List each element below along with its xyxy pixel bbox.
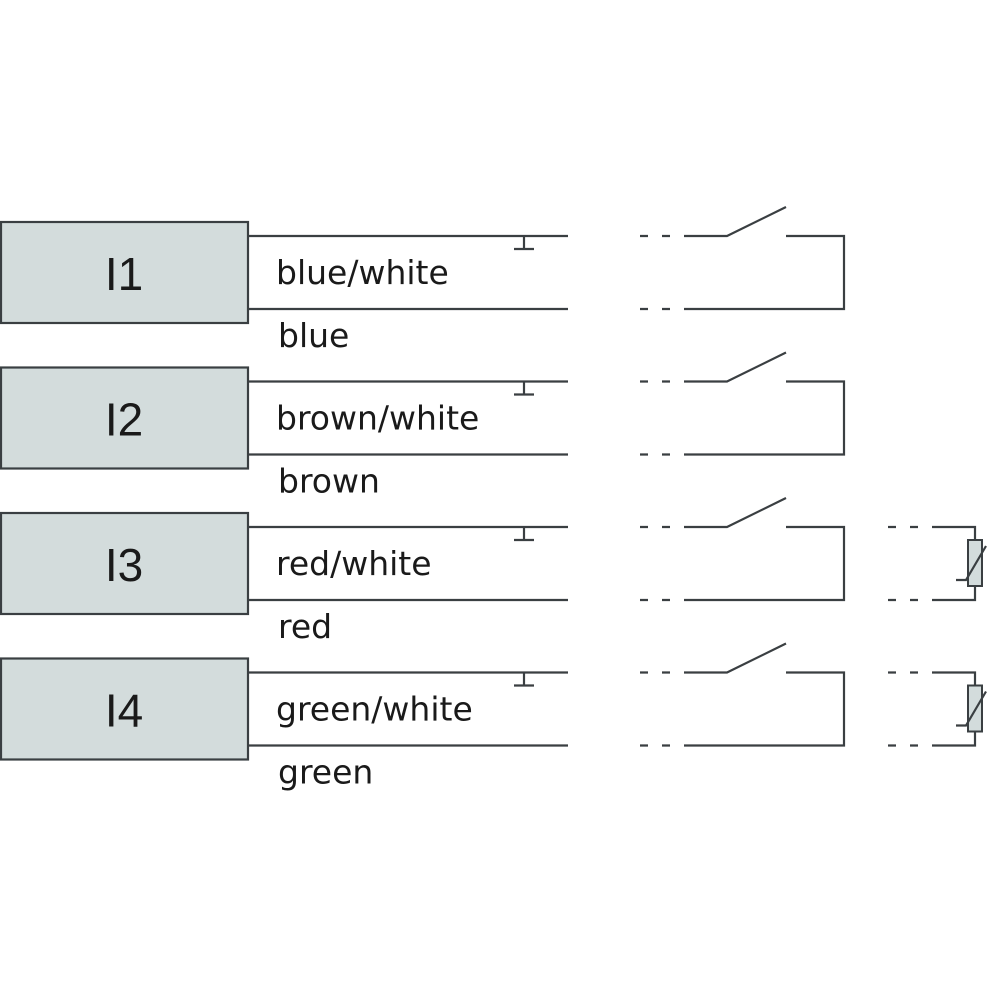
ch2-wire-bottom-label: brown — [278, 462, 380, 501]
ch3-box — [0, 511, 250, 616]
ch3-wire-top-label: red/white — [276, 544, 432, 583]
ch3-pt100-slash — [956, 545, 987, 582]
ch3-wire-bottom-label: red — [278, 607, 332, 646]
ch2-box-label: I2 — [105, 394, 143, 446]
ch1-box-label: I1 — [105, 248, 143, 300]
ch3-switch-loop — [692, 525, 846, 602]
ch2-switch-blade — [692, 351, 787, 383]
ch4-pt100-slash — [956, 690, 987, 727]
ch1-box — [0, 220, 250, 325]
ch1-switch-blade — [692, 206, 787, 238]
ch1-switch-loop — [692, 234, 846, 311]
ch4-box-label: I4 — [105, 685, 143, 737]
ch2-switch-loop — [692, 380, 846, 456]
ch3-switch-blade — [692, 497, 787, 529]
ch1-wire-top-label: blue/white — [276, 253, 449, 292]
ch3-box-label: I3 — [105, 539, 143, 591]
ch4-box — [0, 657, 250, 761]
ch2-wire-top-label: brown/white — [276, 399, 479, 438]
ch4-wire-top-label: green/white — [276, 690, 473, 729]
ch4-switch-blade — [692, 642, 787, 674]
ch2-box — [0, 366, 250, 470]
ch4-wire-bottom-label: green — [278, 753, 373, 792]
ch1-wire-bottom-label: blue — [278, 316, 349, 355]
ch4-switch-loop — [692, 671, 846, 747]
